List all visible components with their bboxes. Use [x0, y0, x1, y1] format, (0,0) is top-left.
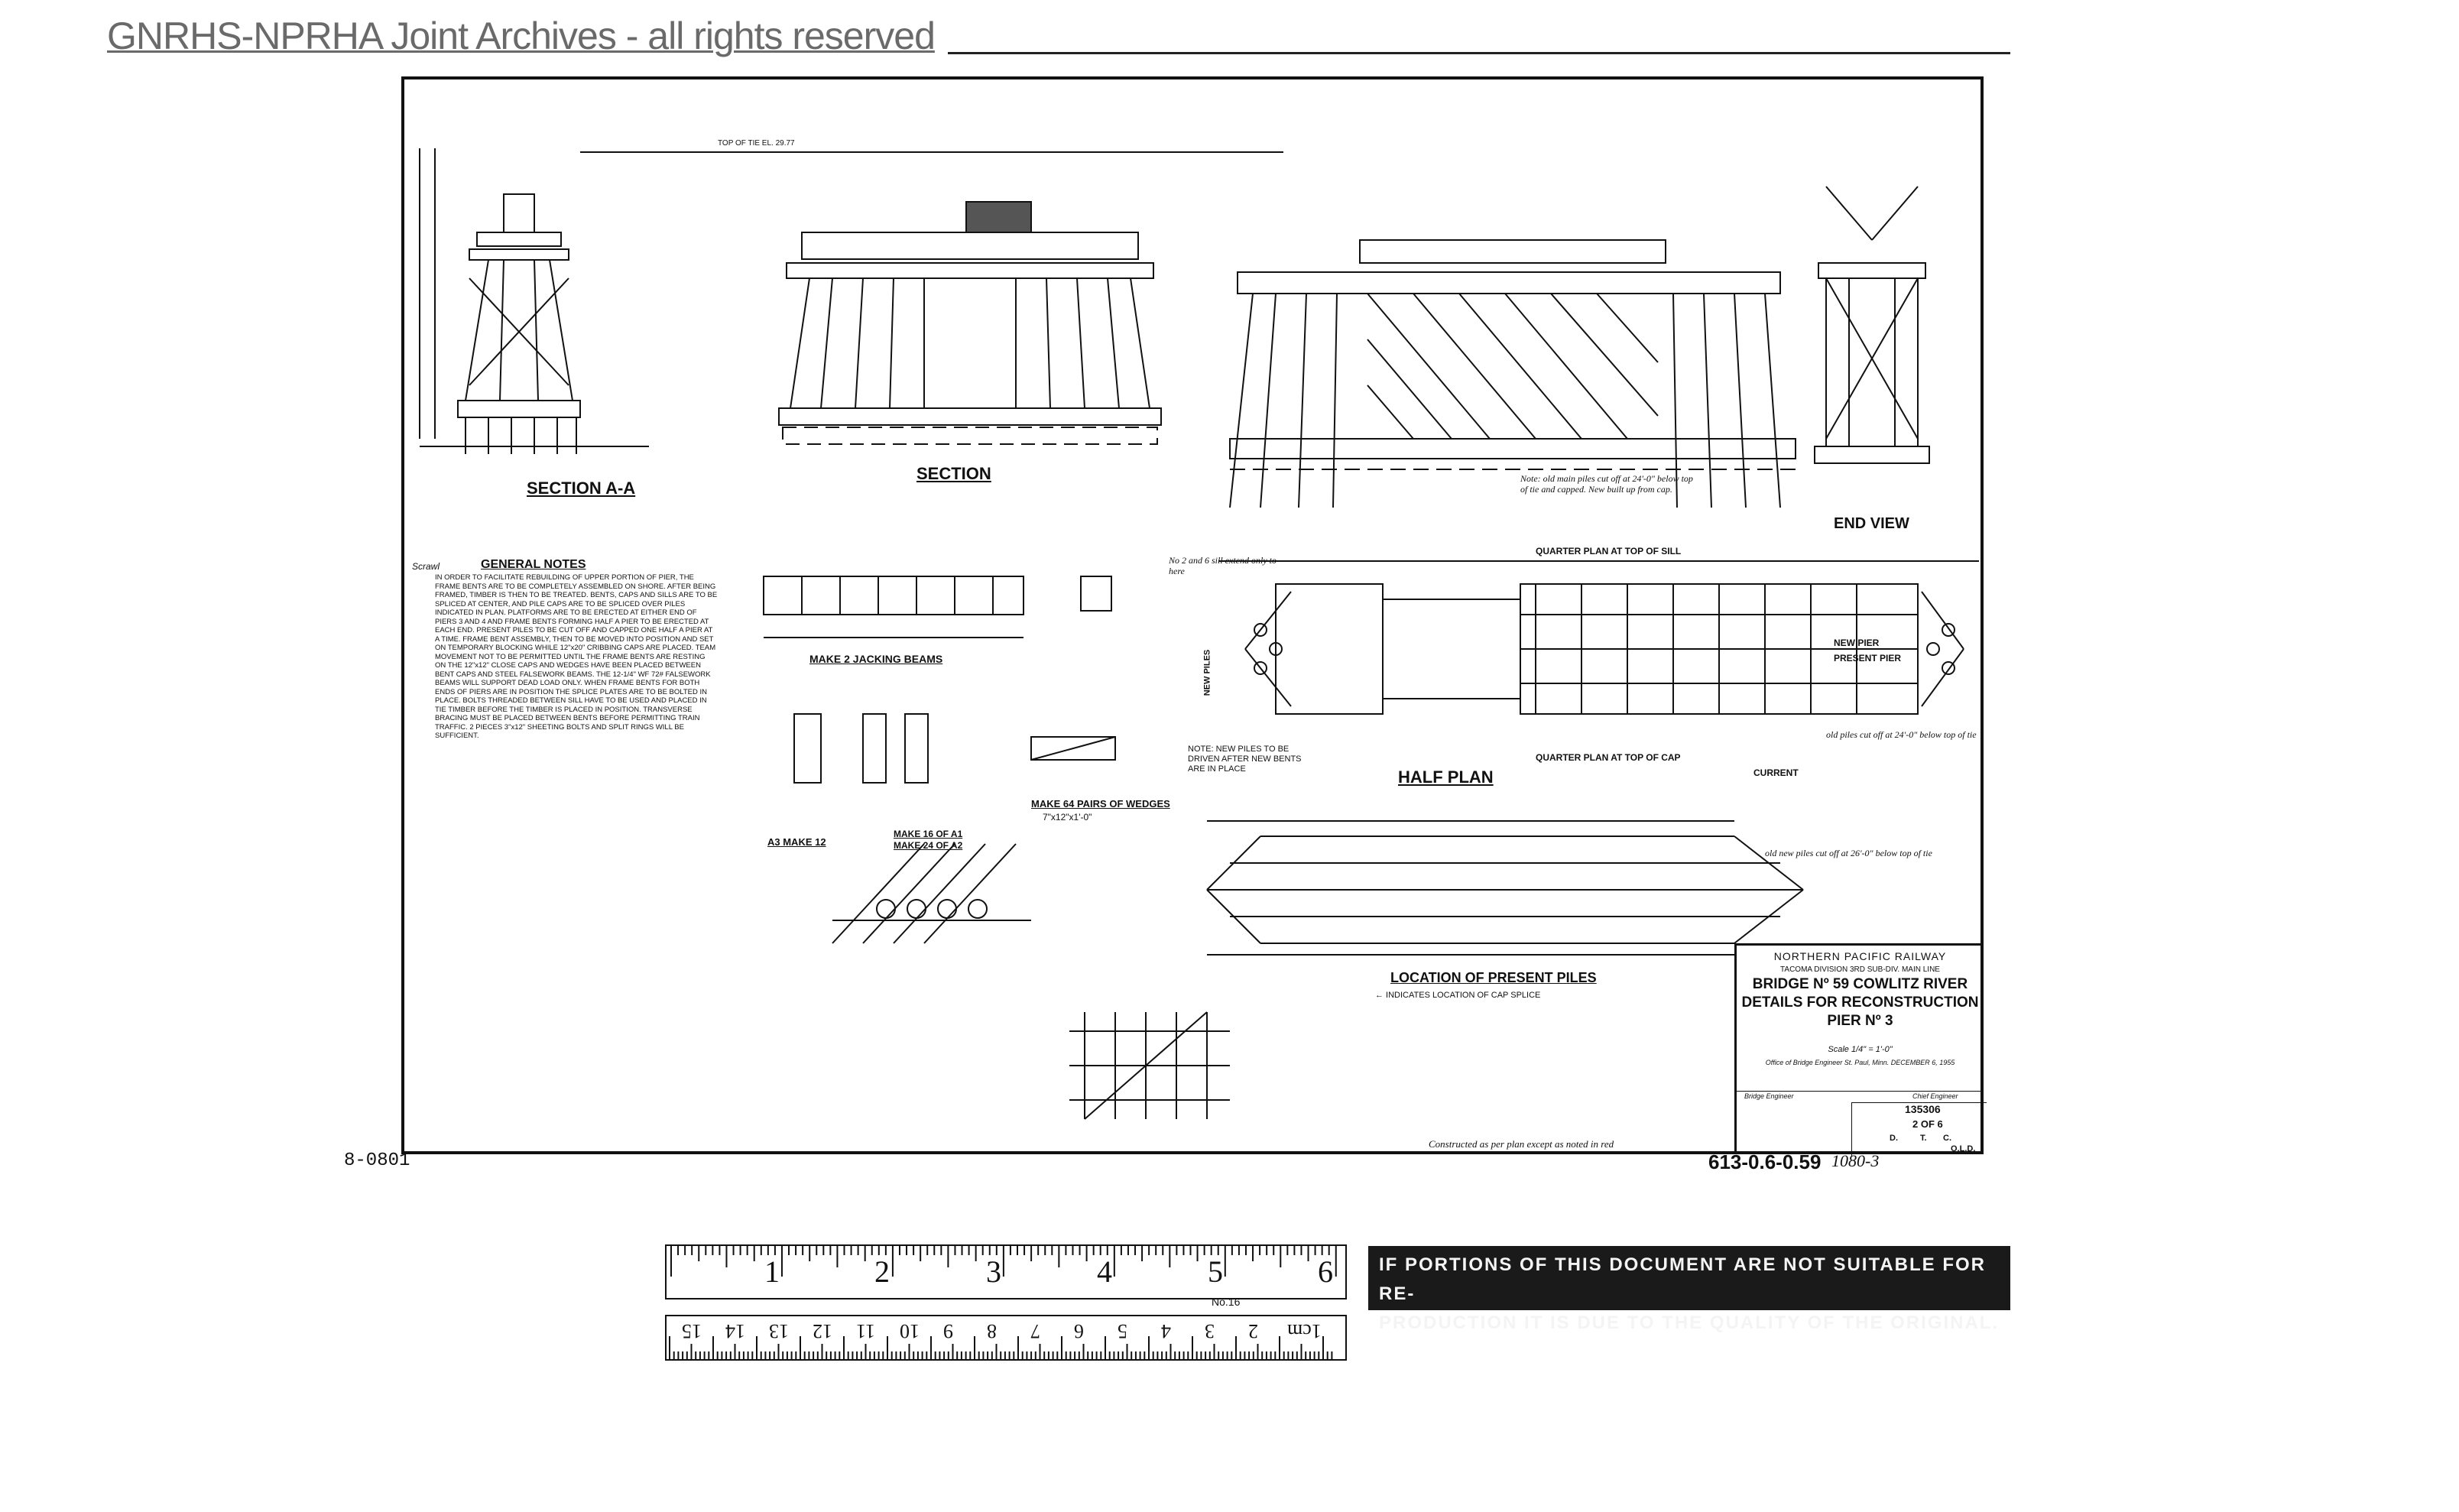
ruler-cm: 15 14 13 12 11 10 9 8 7 6 5 4 3 2 1cm — [665, 1315, 1347, 1361]
reference-extra: 1080-3 — [1831, 1151, 1880, 1170]
chief-engineer-label: Chief Engineer — [1912, 1092, 1958, 1100]
ruler-cm-4: 4 — [1161, 1320, 1171, 1342]
half-plan-label: HALF PLAN — [1398, 767, 1494, 787]
ruler-cm-12: 12 — [813, 1320, 832, 1342]
new-piles-label: NEW PILES — [1202, 649, 1212, 696]
office-note: Office of Bridge Engineer St. Paul, Minn… — [1765, 1059, 1955, 1066]
pier-title: PIER Nº 3 — [1827, 1013, 1893, 1029]
ruler-inch-5: 5 — [1208, 1254, 1223, 1289]
ruler-inch-1: 1 — [764, 1254, 780, 1289]
drawing-sheet: SECTION A-A SECTION END VIEW HALF PLAN L… — [401, 76, 1987, 1157]
wedges-size: 7"x12"x1'-0" — [1043, 812, 1092, 823]
new-pier-label: NEW PIER — [1834, 638, 1880, 648]
ruler-inch-2: 2 — [874, 1254, 890, 1289]
ruler-cm-2: 2 — [1248, 1320, 1258, 1342]
ruler-cm-15: 15 — [682, 1320, 702, 1342]
revision-grid — [1851, 1102, 1987, 1157]
sill-extend-note: No 2 and 6 sill extend only to here — [1169, 555, 1277, 576]
elevation-drawing — [1229, 239, 1796, 508]
document-code: 8-0801 — [344, 1150, 410, 1171]
ruler-cm-6: 6 — [1074, 1320, 1084, 1342]
warning-line-1: IF PORTIONS OF THIS DOCUMENT ARE NOT SUI… — [1379, 1254, 1986, 1304]
signoff-d: D. — [1890, 1134, 1898, 1143]
warning-line-2: PRODUCTION IT IS DUE TO THE QUALITY OF T… — [1379, 1312, 2000, 1333]
division-line: TACOMA DIVISION 3RD SUB-DIV. MAIN LINE — [1780, 965, 1940, 974]
reference-code: 613-0.6-0.59 — [1708, 1150, 1822, 1173]
general-notes-body: IN ORDER TO FACILITATE REBUILDING OF UPP… — [435, 573, 718, 740]
old-piles-cutoff: old piles cut off at 24'-0" below top of… — [1826, 729, 1977, 740]
pile-location-drawing — [1206, 820, 1804, 956]
ruler-cm-8: 8 — [987, 1320, 997, 1342]
header-rule — [948, 52, 2010, 54]
details-title: DETAILS FOR RECONSTRUCTION — [1741, 994, 1979, 1011]
ruler-cm-5: 5 — [1118, 1320, 1127, 1342]
drawing-number: 135306 — [1905, 1103, 1941, 1115]
a2-label: MAKE 24 OF A2 — [894, 840, 963, 851]
ruler-cm-ticks — [669, 1336, 1333, 1359]
ruler-cm-7: 7 — [1030, 1320, 1040, 1342]
ruler-inch-3: 3 — [986, 1254, 1001, 1289]
ruler-cm-14: 14 — [725, 1320, 745, 1342]
quality-warning: IF PORTIONS OF THIS DOCUMENT ARE NOT SUI… — [1368, 1246, 2010, 1333]
signoff-t: T. — [1920, 1134, 1927, 1143]
splice-detail-drawing — [832, 843, 1031, 944]
old-piles-note: Note: old main piles cut off at 24'-0" b… — [1520, 473, 1693, 495]
scale-note: Scale 1/4" = 1'-0" — [1828, 1045, 1893, 1054]
title-rule — [1737, 1091, 1984, 1092]
ruler-cm-1: 1cm — [1287, 1320, 1322, 1342]
ruler-inch-6: 6 — [1318, 1254, 1333, 1289]
top-of-rail-label: TOP OF TIE EL. 29.77 — [718, 139, 795, 148]
ruler-cm-13: 13 — [769, 1320, 789, 1342]
notes-prefix: Scrawl — [412, 561, 440, 572]
current-label: CURRENT — [1753, 767, 1799, 778]
quarter-sill-label: QUARTER PLAN AT TOP OF SILL — [1536, 546, 1682, 556]
jacking-beams-label: MAKE 2 JACKING BEAMS — [809, 653, 943, 665]
ruler-cm-11: 11 — [856, 1320, 876, 1342]
a3-label: A3 MAKE 12 — [767, 836, 826, 848]
small-details-drawing — [793, 713, 1116, 784]
jacking-beams-drawing — [763, 576, 1112, 638]
constructed-note: Constructed as per plan except as noted … — [1429, 1138, 1614, 1150]
wedges-label: MAKE 64 PAIRS OF WEDGES — [1031, 798, 1170, 810]
present-pier-label: PRESENT PIER — [1834, 653, 1902, 664]
end-view-label: END VIEW — [1834, 515, 1909, 532]
end-view-drawing — [1814, 186, 1930, 464]
pile-location-sublabel: ← INDICATES LOCATION OF CAP SPLICE — [1375, 991, 1541, 1000]
section-aa-drawing — [419, 148, 649, 454]
ruler-inches: 1 2 3 4 5 6 — [665, 1244, 1347, 1299]
railway-name: NORTHERN PACIFIC RAILWAY — [1773, 950, 1947, 962]
ruler-inch-4: 4 — [1097, 1254, 1112, 1289]
new-piles-note: NOTE: NEW PILES TO BE DRIVEN AFTER NEW B… — [1188, 745, 1302, 774]
sheet-number: 2 OF 6 — [1912, 1118, 1943, 1130]
signoff-old: O.L.D. — [1951, 1144, 1976, 1153]
bridge-engineer-label: Bridge Engineer — [1744, 1092, 1794, 1100]
drawing-linework — [419, 148, 1979, 1120]
quarter-cap-label: QUARTER PLAN AT TOP OF CAP — [1536, 752, 1681, 763]
section-label: SECTION — [916, 464, 991, 483]
section-aa-label: SECTION A-A — [527, 479, 636, 498]
bridge-title: BRIDGE Nº 59 COWLITZ RIVER — [1752, 976, 1968, 992]
general-notes-heading: GENERAL NOTES — [481, 558, 586, 571]
half-plan-drawing — [1218, 560, 1979, 715]
ruler-cm-10: 10 — [900, 1320, 920, 1342]
ruler-inch-ticks — [670, 1246, 1337, 1277]
pile-location-label: LOCATION OF PRESENT PILES — [1390, 970, 1597, 985]
section-drawing — [580, 151, 1283, 445]
ruler-label: No.16 — [1212, 1296, 1241, 1308]
hanger-detail-drawing — [1069, 1011, 1230, 1120]
title-block: NORTHERN PACIFIC RAILWAY TACOMA DIVISION… — [1734, 943, 1987, 1157]
archive-banner: GNRHS-NPRHA Joint Archives - all rights … — [107, 15, 936, 57]
a1-label: MAKE 16 OF A1 — [894, 829, 963, 839]
signoff-c: C. — [1943, 1134, 1951, 1143]
ruler-cm-9: 9 — [943, 1320, 953, 1342]
ruler-cm-3: 3 — [1205, 1320, 1215, 1342]
old-piles-cutoff-2: old new piles cut off at 26'-0" below to… — [1765, 848, 1932, 858]
